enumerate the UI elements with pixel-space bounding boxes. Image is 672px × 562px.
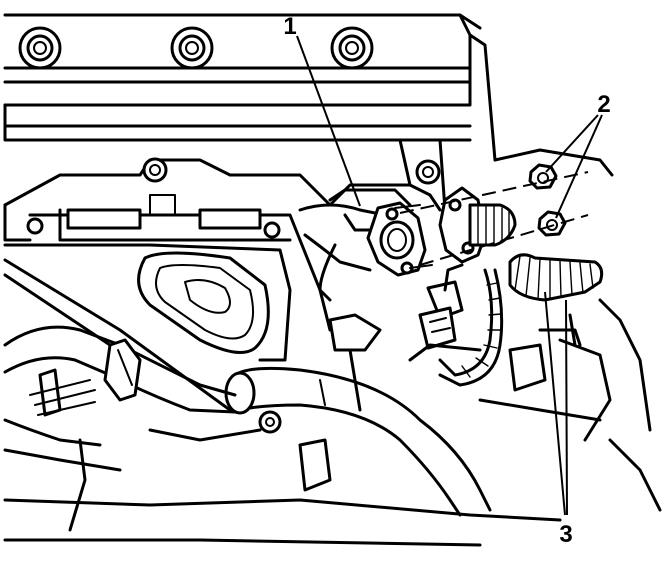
housing-bolt <box>26 217 44 235</box>
leader-line-3b <box>565 299 568 516</box>
housing-bolt <box>415 159 441 185</box>
leader-lines <box>296 35 603 516</box>
corrugated-tube <box>508 253 604 302</box>
egr-tube-upper <box>468 203 517 247</box>
housing-slot <box>66 208 142 230</box>
leader-line-3a <box>544 291 566 516</box>
egr-flange <box>366 201 433 277</box>
valve-cover <box>3 13 497 162</box>
right-frame <box>478 148 662 512</box>
leader-line-2b <box>555 114 603 219</box>
cover-bolts <box>18 26 374 70</box>
sensor-connector <box>418 263 464 350</box>
intake-housing <box>3 138 447 242</box>
egr-pipe <box>298 188 412 302</box>
alignment-line-lower <box>419 214 589 266</box>
callout-3-label: 3 <box>559 521 572 548</box>
cover-bolt <box>18 26 62 70</box>
hose-clip <box>298 438 332 492</box>
heater-hose <box>3 325 237 414</box>
housing-bolt <box>142 157 168 183</box>
lower-bolt <box>258 410 282 434</box>
callout-1-label: 1 <box>283 13 296 40</box>
lower-structure <box>3 313 562 547</box>
housing-slot <box>198 208 262 230</box>
housing-bolt <box>263 221 281 239</box>
flange-stud <box>385 207 399 221</box>
cover-bolt <box>170 26 214 70</box>
leader-line-2a <box>545 114 599 173</box>
cover-bolt <box>330 26 374 70</box>
coolant-hose <box>224 366 492 517</box>
nut-lower <box>537 210 567 237</box>
wiring-harness <box>438 268 504 387</box>
hose-clamp-fitting <box>3 368 122 532</box>
callout-2-label: 2 <box>597 91 610 118</box>
leader-line-1 <box>296 35 361 207</box>
alignment-line-upper <box>399 171 589 214</box>
